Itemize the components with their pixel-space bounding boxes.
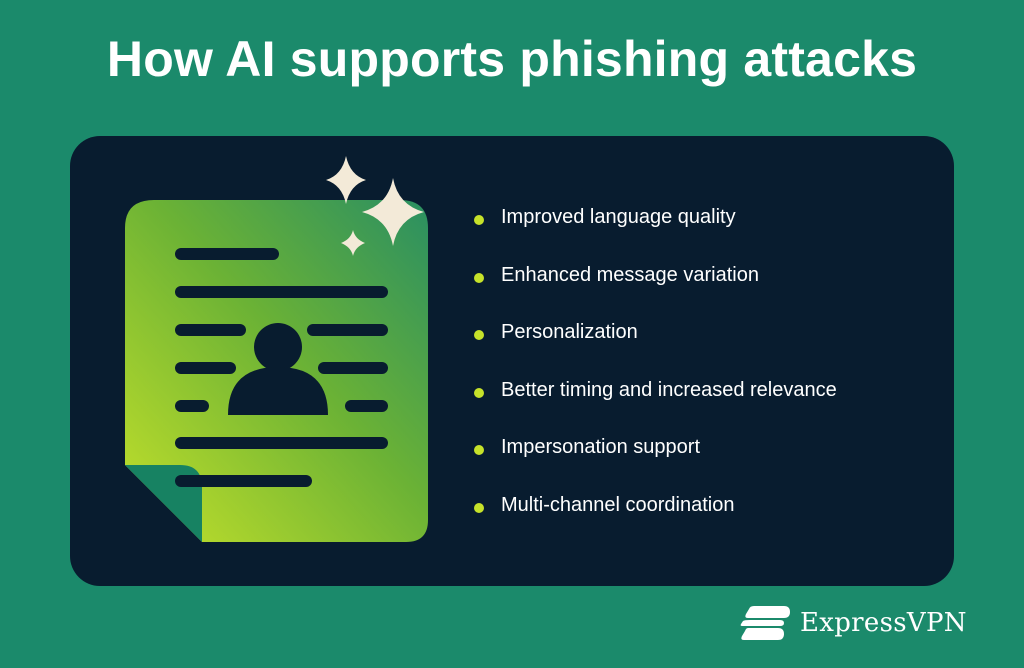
bullet-icon: [474, 502, 484, 513]
page-title: How AI supports phishing attacks: [106, 31, 918, 87]
document-icon: [125, 156, 428, 542]
list-item-label: Better timing and increased relevance: [501, 378, 837, 401]
person-icon: [228, 323, 328, 415]
list-item: Personalization: [474, 321, 837, 379]
list-item-label: Enhanced message variation: [501, 263, 759, 286]
sparkle-icon: [326, 156, 424, 256]
list-item: Enhanced message variation: [474, 264, 837, 322]
list-item: Impersonation support: [474, 436, 837, 494]
list-item-label: Improved language quality: [501, 206, 736, 228]
logo-mark-icon: [740, 606, 790, 640]
list-item-label: Personalization: [501, 321, 638, 343]
bullet-icon: [474, 215, 484, 225]
bullet-icon: [474, 330, 484, 340]
brand-logo: ExpressVPN: [740, 604, 967, 642]
list-item: Improved language quality: [474, 206, 837, 264]
list-item: Multi-channel coordination: [474, 494, 837, 552]
bullet-icon: [474, 387, 484, 398]
feature-list: Improved language quality Enhanced messa…: [474, 206, 837, 551]
brand-name: ExpressVPN: [800, 608, 967, 638]
list-item-label: Impersonation support: [501, 436, 701, 458]
bullet-icon: [474, 272, 484, 283]
bullet-icon: [474, 445, 484, 455]
list-item-label: Multi-channel coordination: [501, 493, 735, 516]
list-item: Better timing and increased relevance: [474, 379, 837, 437]
